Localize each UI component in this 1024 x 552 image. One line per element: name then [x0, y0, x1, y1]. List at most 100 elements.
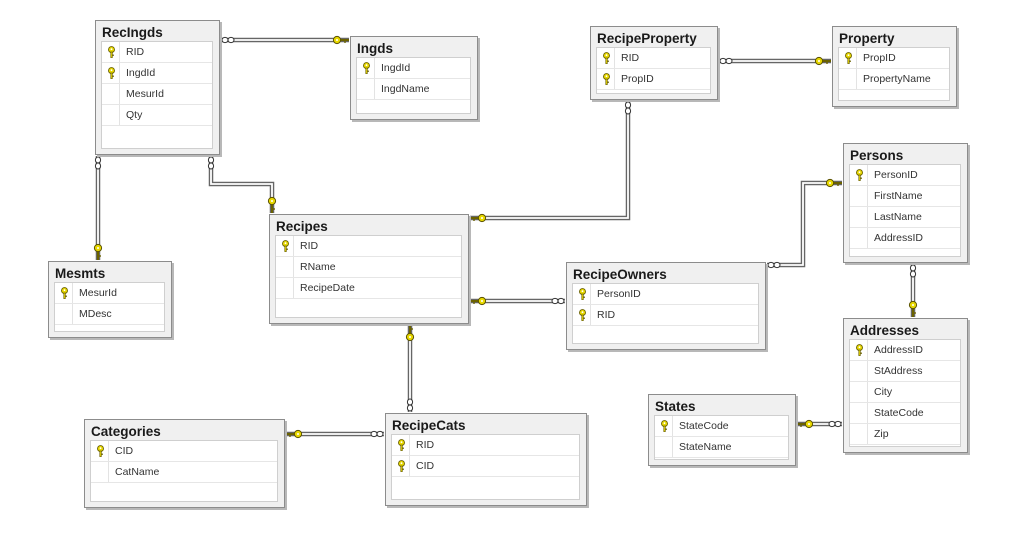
row-selector [839, 48, 857, 68]
blank-row [392, 477, 579, 498]
primary-key-icon [398, 439, 405, 451]
table-title: RecIngds [102, 25, 163, 40]
primary-key-icon [856, 344, 863, 356]
column-row[interactable]: MDesc [55, 304, 164, 325]
column-row[interactable]: RID [597, 48, 710, 69]
primary-key-icon [603, 73, 610, 85]
column-row[interactable]: PersonID [573, 284, 758, 305]
relationship-recingds-ingds[interactable] [221, 35, 349, 45]
row-selector [850, 207, 868, 227]
row-selector [850, 228, 868, 248]
blank-row [102, 126, 212, 147]
blank-row [839, 90, 949, 100]
column-row[interactable]: StAddress [850, 361, 960, 382]
column-row[interactable]: CID [91, 441, 277, 462]
column-row[interactable]: PersonID [850, 165, 960, 186]
column-name: RID [126, 46, 145, 58]
column-row[interactable]: MesurId [55, 283, 164, 304]
column-row[interactable]: RID [102, 42, 212, 63]
relationship-recipeproperty-property[interactable] [719, 56, 831, 66]
column-row[interactable]: PropertyName [839, 69, 949, 90]
blank-row [850, 249, 960, 256]
column-row[interactable]: PropID [839, 48, 949, 69]
primary-key-icon [603, 52, 610, 64]
column-row[interactable]: AddressID [850, 340, 960, 361]
row-selector [102, 105, 120, 125]
primary-key-icon [398, 460, 405, 472]
column-row[interactable]: IngdId [102, 63, 212, 84]
column-name: PropID [621, 73, 654, 85]
column-row[interactable]: AddressID [850, 228, 960, 249]
column-row[interactable]: Qty [102, 105, 212, 126]
column-row[interactable]: FirstName [850, 186, 960, 207]
column-row[interactable]: City [850, 382, 960, 403]
relationship-addresses-states[interactable] [797, 419, 842, 429]
column-row[interactable]: MesurId [102, 84, 212, 105]
blank-row [55, 325, 164, 331]
relationship-recingds-recipes[interactable] [207, 156, 277, 213]
relationship-persons-addresses[interactable] [908, 264, 918, 317]
blank-row [573, 326, 758, 343]
column-name: MesurId [79, 287, 117, 299]
column-row[interactable]: IngdName [357, 79, 470, 100]
table-title: RecipeCats [392, 418, 466, 433]
primary-key-icon [363, 62, 370, 74]
column-row[interactable]: RID [573, 305, 758, 326]
column-row[interactable]: Zip [850, 424, 960, 445]
many-endpoint-icon [370, 430, 384, 438]
column-row[interactable]: StateName [655, 437, 788, 458]
row-selector [850, 186, 868, 206]
column-row[interactable]: CID [392, 456, 579, 477]
relationship-recipecats-recipes[interactable] [405, 325, 415, 412]
row-selector [850, 382, 868, 402]
column-name: Zip [874, 428, 889, 440]
column-row[interactable]: StateCode [655, 416, 788, 437]
relationship-recipecats-categories[interactable] [286, 429, 384, 439]
column-row[interactable]: RecipeDate [276, 278, 461, 299]
key-endpoint-icon [93, 243, 103, 260]
relationship-recipeowners-recipes[interactable] [470, 296, 565, 306]
row-selector [850, 165, 868, 185]
column-list: RID PropID [596, 47, 711, 94]
column-row[interactable]: RID [276, 236, 461, 257]
relationship-recingds-mesmts[interactable] [93, 156, 103, 260]
column-row[interactable]: PropID [597, 69, 710, 90]
relationship-recipeproperty-recipes[interactable] [470, 101, 632, 223]
column-name: FirstName [874, 190, 923, 202]
blank-row [357, 100, 470, 113]
column-name: StateName [679, 441, 732, 453]
primary-key-icon [108, 67, 115, 79]
row-selector [573, 305, 591, 325]
column-row[interactable]: IngdId [357, 58, 470, 79]
row-selector [655, 416, 673, 436]
many-endpoint-icon [207, 156, 215, 170]
table-title: Addresses [850, 323, 920, 338]
column-name: RID [597, 309, 616, 321]
column-row[interactable]: RName [276, 257, 461, 278]
relationship-recipeowners-persons[interactable] [767, 178, 842, 269]
row-selector [850, 424, 868, 444]
row-selector [850, 340, 868, 360]
column-row[interactable]: CatName [91, 462, 277, 483]
table-title: States [655, 399, 696, 414]
column-row[interactable]: LastName [850, 207, 960, 228]
row-selector [392, 435, 410, 455]
many-endpoint-icon [551, 297, 565, 305]
column-row[interactable]: StateCode [850, 403, 960, 424]
column-row[interactable]: RID [392, 435, 579, 456]
column-name: StateCode [874, 407, 924, 419]
